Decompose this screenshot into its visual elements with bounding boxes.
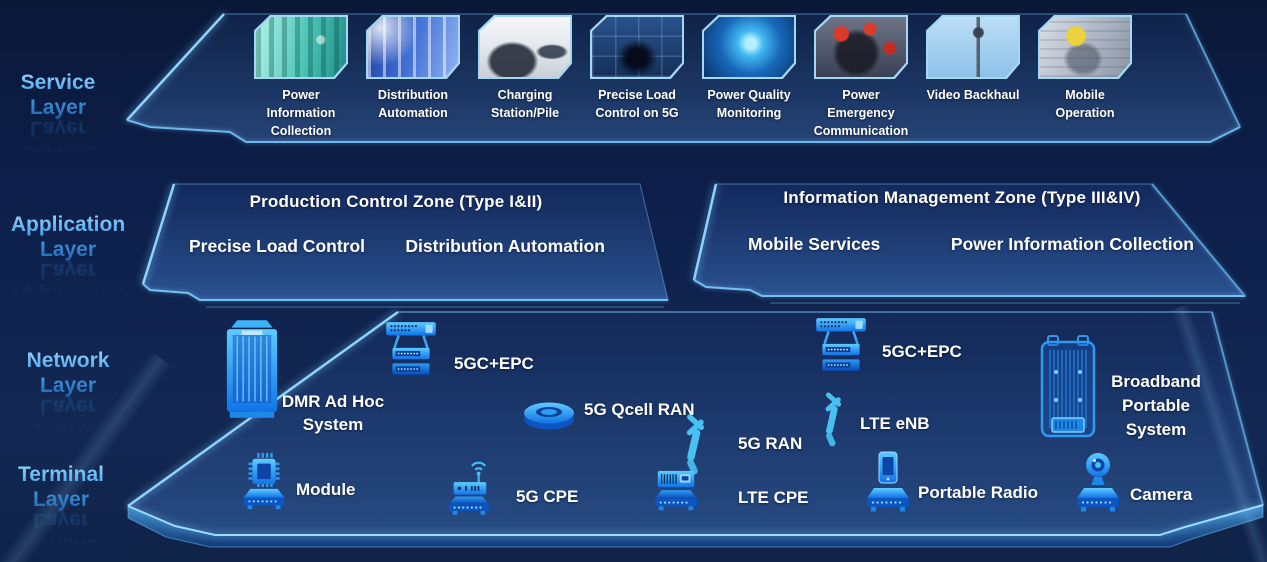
network-layer-label-reflection: Network Layer <box>10 394 126 444</box>
electric-meter-racks-photo <box>254 15 348 79</box>
qcell-disc-icon <box>524 402 574 430</box>
phone-dock-icon <box>867 451 909 512</box>
antenna-icon <box>825 392 842 447</box>
zone-item: Mobile Services <box>748 234 881 254</box>
portable-radio-label: Portable Radio <box>918 483 1038 502</box>
field-worker-photo <box>1038 15 1132 79</box>
core-network-icon <box>386 322 436 375</box>
zone-item: Power Information Collection <box>950 234 1194 254</box>
control-room-photo <box>590 15 684 79</box>
information-management-zone: Information Management Zone (Type III&IV… <box>716 188 1208 255</box>
server-racks-photo <box>366 15 460 79</box>
service-tile-power-quality-monitoring: Power Quality Monitoring <box>700 15 798 140</box>
zone-item: Precise Load Control <box>189 236 366 256</box>
5g-ran-label: 5G RAN <box>738 434 803 453</box>
service-tile-power-information-collection: Power Information Collection <box>252 15 350 140</box>
core-network-icon <box>816 318 866 371</box>
production-control-zone: Production Control Zone (Type I&II) Prec… <box>165 192 627 257</box>
camera-label: Camera <box>1130 485 1193 504</box>
qcell-ran-label: 5G Qcell RAN <box>584 400 695 419</box>
network-layer-label: Network Layer Network Layer <box>10 348 126 444</box>
router-icon <box>654 470 698 511</box>
service-tile-charging-station: Charging Station/Pile <box>476 15 574 140</box>
service-tile-power-emergency-communication: Power Emergency Communication <box>812 15 910 140</box>
broadband-portable-label: Broadband Portable System <box>1111 372 1201 439</box>
terminal-layer-label: Terminal Layer Terminal Layer <box>6 462 116 558</box>
service-layer-label: Service Layer Service Layer <box>6 70 110 166</box>
zone-item: Distribution Automation <box>405 236 605 256</box>
application-layer-label: Application Layer Application Layer <box>0 212 136 308</box>
pole-camera-photo <box>926 15 1020 79</box>
cabinet-icon <box>226 320 278 418</box>
service-tile-distribution-automation: Distribution Automation <box>364 15 462 140</box>
service-tile-precise-load-control: Precise Load Control on 5G <box>588 15 686 140</box>
application-layer-label-reflection: Application Layer <box>0 258 136 308</box>
ev-charging-photo <box>478 15 572 79</box>
service-tile-mobile-operation: Mobile Operation <box>1036 15 1134 140</box>
module-label: Module <box>296 480 356 499</box>
emergency-crew-photo <box>814 15 908 79</box>
lte-enb-label: LTE eNB <box>860 414 930 433</box>
wifi-router-icon <box>448 461 490 515</box>
camera-dock-icon <box>1077 453 1119 512</box>
portable-case-icon <box>1040 335 1096 438</box>
chip-module-icon <box>243 452 285 510</box>
dmr-label: DMR Ad Hoc System <box>281 392 385 434</box>
service-tiles-row: Power Information Collection Distributio… <box>252 15 1134 140</box>
5g-cpe-label: 5G CPE <box>516 487 579 506</box>
5gc-epc-right-label: 5GC+EPC <box>882 342 962 361</box>
antenna-icon <box>686 414 705 475</box>
terminal-layer-label-reflection: Terminal Layer <box>6 508 116 558</box>
service-layer-label-reflection: Service Layer <box>6 116 110 166</box>
zone-title: Production Control Zone (Type I&II) <box>249 192 543 211</box>
zone-title: Information Management Zone (Type III&IV… <box>783 188 1141 207</box>
hologram-hand-photo <box>702 15 796 79</box>
service-tile-video-backhaul: Video Backhaul <box>924 15 1022 140</box>
lte-cpe-label: LTE CPE <box>738 488 809 507</box>
5gc-epc-left-label: 5GC+EPC <box>454 354 534 373</box>
